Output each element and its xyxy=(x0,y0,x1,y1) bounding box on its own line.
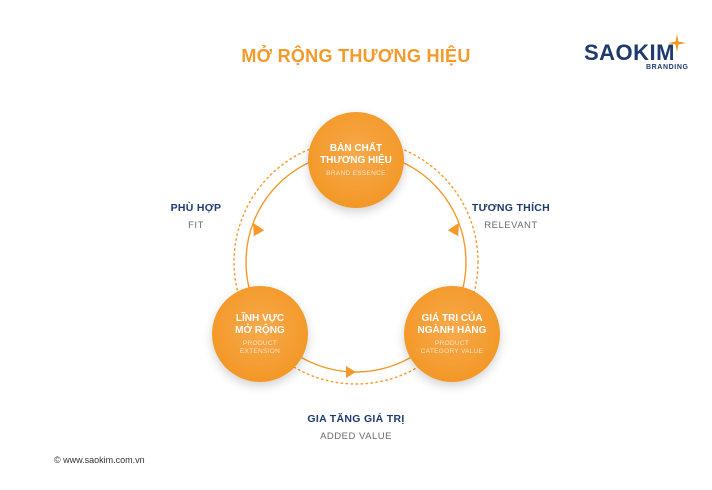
label-relevant-title: TƯƠNG THÍCH xyxy=(471,202,551,214)
node-category-value-label: GIÁ TRỊ CỦA NGÀNH HÀNG xyxy=(417,312,487,336)
arrow-bottom-icon xyxy=(346,366,356,378)
footer-copyright: © www.saokim.com.vn xyxy=(54,455,145,465)
arrow-left-icon xyxy=(253,222,265,237)
page-title: MỞ RỘNG THƯƠNG HIỆU xyxy=(241,46,471,66)
label-added-value-subtitle: ADDED VALUE xyxy=(320,431,392,442)
label-relevant-subtitle: RELEVANT xyxy=(484,220,538,231)
node-category-value: GIÁ TRỊ CỦA NGÀNH HÀNG PRODUCT CATEGORY … xyxy=(404,286,500,382)
arrow-right-icon xyxy=(447,222,459,237)
label-fit-title: PHÙ HỢP xyxy=(170,202,222,214)
node-brand-essence: BẢN CHẤT THƯƠNG HIỆU BRAND ESSENCE xyxy=(308,112,404,208)
node-brand-essence-sublabel: BRAND ESSENCE xyxy=(326,169,386,177)
label-added-value: GIA TĂNG GIÁ TRỊ ADDED VALUE xyxy=(286,413,426,442)
node-product-extension-sublabel: PRODUCT EXTENSION xyxy=(239,339,281,355)
label-relevant: TƯƠNG THÍCH RELEVANT xyxy=(441,202,581,231)
label-added-value-title: GIA TĂNG GIÁ TRỊ xyxy=(307,413,405,425)
logo-wordmark: SAOKIM xyxy=(584,40,675,65)
node-product-extension: LĨNH VỰC MỞ RỘNG PRODUCT EXTENSION xyxy=(212,286,308,382)
label-fit-subtitle: FIT xyxy=(188,220,204,231)
node-brand-essence-label: BẢN CHẤT THƯƠNG HIỆU xyxy=(320,142,392,166)
saokim-logo: SAOKIM BRANDING xyxy=(560,34,690,76)
label-fit: PHÙ HỢP FIT xyxy=(126,202,266,231)
node-product-extension-label: LĨNH VỰC MỞ RỘNG xyxy=(235,312,285,336)
node-category-value-sublabel: PRODUCT CATEGORY VALUE xyxy=(420,339,484,355)
star-icon xyxy=(668,34,686,52)
logo-tagline: BRANDING xyxy=(646,64,689,71)
